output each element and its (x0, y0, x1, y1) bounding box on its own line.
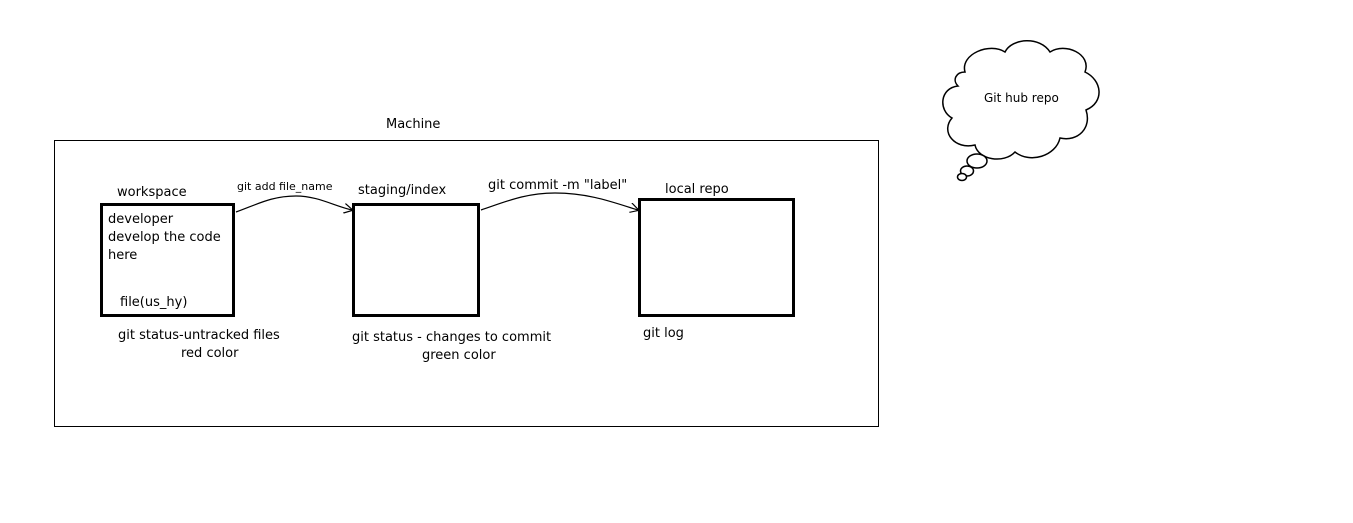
git-commit-arrow (480, 192, 638, 210)
machine-boundary (54, 140, 879, 427)
workspace-title: workspace (117, 185, 187, 200)
workspace-file-label: file(us_hy) (120, 295, 188, 310)
workspace-box (100, 203, 235, 317)
local-repo-box (638, 198, 795, 317)
git-add-label: git add file_name (237, 180, 333, 193)
workspace-content-line1: developer (108, 212, 174, 227)
workspace-status-line2: red color (181, 346, 239, 361)
remote-repo-label: Git hub repo (984, 91, 1059, 105)
local-repo-title: local repo (665, 182, 729, 197)
staging-title: staging/index (358, 183, 447, 198)
workspace-content-line2: develop the code (108, 230, 221, 245)
git-commit-label: git commit -m "label" (488, 178, 628, 193)
machine-label: Machine (386, 117, 441, 132)
local-repo-status-line1: git log (643, 326, 684, 341)
staging-box (352, 203, 480, 317)
workspace-status-line1: git status-untracked files (118, 328, 280, 343)
staging-status-line1: git status - changes to commit (352, 330, 552, 345)
cloud-icon (942, 40, 1100, 182)
workspace-content-line3: here (108, 248, 138, 263)
git-add-arrow (235, 195, 352, 212)
staging-status-line2: green color (422, 348, 496, 363)
